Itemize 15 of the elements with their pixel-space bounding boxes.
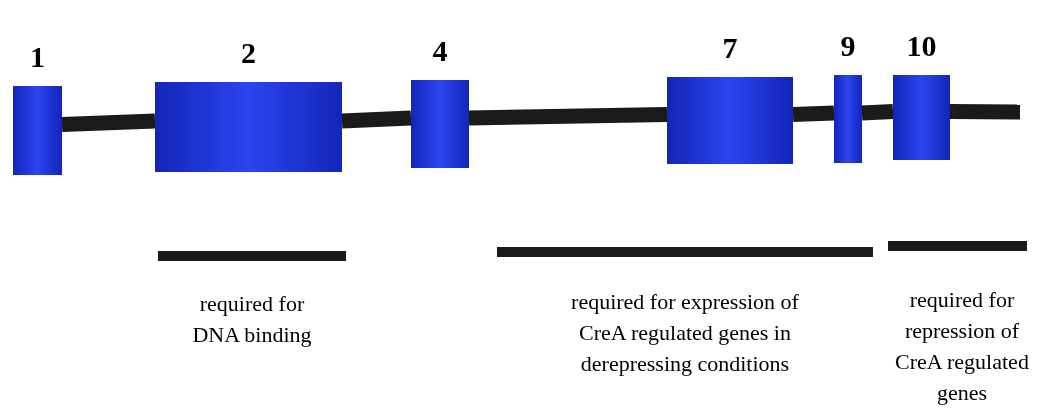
exon-number: 7 [722,33,738,63]
protein-backbone [949,104,1021,120]
protein-backbone [792,105,835,122]
region-description: required for DNA binding [191,290,313,349]
exon-number: 10 [906,31,937,61]
exon-number: 9 [840,31,856,61]
protein-backbone [861,104,894,121]
protein-backbone [61,113,156,132]
protein-backbone [468,107,668,126]
region-description: required for repression of CreA regulated genes [894,286,1030,407]
region-description: required for expression of CreA regulated genes in derepressing conditions [570,288,800,378]
exon-number: 4 [432,36,448,66]
protein-backbone [341,110,412,129]
exon-number: 2 [241,38,256,68]
exon-number: 1 [30,42,45,72]
